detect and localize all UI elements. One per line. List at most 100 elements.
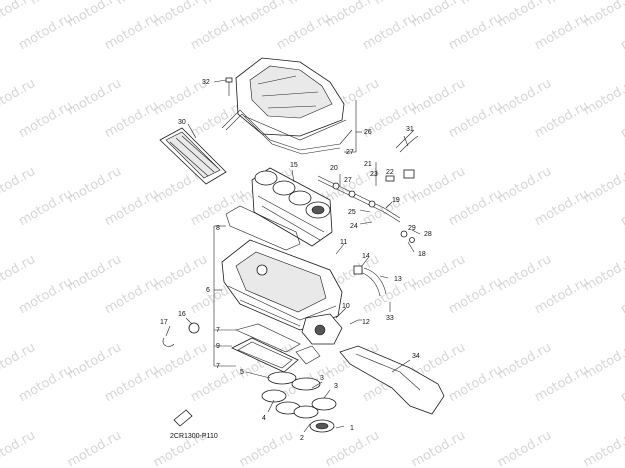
callout-4: 4 xyxy=(262,415,266,422)
watermark-text: motod.ru xyxy=(495,0,554,31)
watermark-text: motod.ru xyxy=(65,340,124,383)
watermark-text: motod.ru xyxy=(151,0,210,31)
watermark-text: motod.ru xyxy=(151,252,210,295)
watermark-text: motod.ru xyxy=(323,0,382,31)
callout-31: 31 xyxy=(406,126,414,133)
callout-27: 27 xyxy=(346,149,354,156)
watermark-text: motod.ru xyxy=(532,362,591,405)
cover-bolt xyxy=(225,77,233,96)
watermark-text: motod.ru xyxy=(446,10,505,53)
callout-26: 26 xyxy=(364,129,372,136)
callout-11: 11 xyxy=(340,239,347,246)
callout-2: 2 xyxy=(300,435,304,442)
clip xyxy=(162,337,175,347)
watermark-text: motod.ru xyxy=(495,252,554,295)
fuel-rail xyxy=(317,175,415,243)
callout-21: 21 xyxy=(364,161,372,168)
watermark-text: motod.ru xyxy=(495,340,554,383)
watermark-text: motod.ru xyxy=(409,76,468,119)
callout-3b: 3 xyxy=(334,383,338,390)
callouts: 32 30 26 27 31 15 21 20 23 22 27 19 25 2… xyxy=(160,79,432,442)
watermark-text: motod.ru xyxy=(323,428,382,468)
watermark-text: motod.ru xyxy=(581,0,625,31)
callout-6: 6 xyxy=(206,287,210,294)
callout-16: 16 xyxy=(178,311,186,318)
air-filter xyxy=(159,127,227,185)
callout-3: 3 xyxy=(320,375,324,382)
watermark-text: motod.ru xyxy=(409,252,468,295)
watermark-text: motod.ru xyxy=(16,362,75,405)
watermark-text: motod.ru xyxy=(618,186,625,229)
callout-15: 15 xyxy=(290,162,298,169)
watermark-text: motod.ru xyxy=(360,186,419,229)
watermark-text: motod.ru xyxy=(0,164,38,207)
callout-34: 34 xyxy=(412,353,420,360)
watermark-text: motod.ru xyxy=(102,98,161,141)
watermark-text: motod.ru xyxy=(16,10,75,53)
callout-9: 9 xyxy=(216,343,220,350)
breather-hose xyxy=(395,129,419,153)
watermark-text: motod.ru xyxy=(237,0,296,31)
watermark-text: motod.ru xyxy=(16,274,75,317)
callout-20: 20 xyxy=(330,165,338,172)
air-hose xyxy=(359,267,387,297)
watermark-text: motod.ru xyxy=(446,362,505,405)
callout-13: 13 xyxy=(394,276,402,283)
watermark-text: motod.ru xyxy=(532,274,591,317)
callout-17: 17 xyxy=(160,319,168,326)
hose-connector xyxy=(403,169,415,179)
watermark-text: motod.ru xyxy=(618,10,625,53)
throttle-bodies xyxy=(251,167,333,247)
watermark-text: motod.ru xyxy=(618,98,625,141)
callout-30: 30 xyxy=(178,119,186,126)
watermark-text: motod.ru xyxy=(409,164,468,207)
airbox-cover xyxy=(235,57,347,141)
watermark-text: motod.ru xyxy=(16,186,75,229)
sensor-bolt xyxy=(349,319,359,325)
watermark-text: motod.ru xyxy=(237,428,296,468)
watermark-text: motod.ru xyxy=(409,428,468,468)
callout-1: 1 xyxy=(350,425,354,432)
callout-7a: 7 xyxy=(216,327,220,334)
airbox-lower xyxy=(221,239,343,331)
watermark-text: motod.ru xyxy=(446,274,505,317)
watermark-text: motod.ru xyxy=(446,98,505,141)
callout-18: 18 xyxy=(418,251,426,258)
callout-25: 25 xyxy=(348,209,356,216)
cover-seal xyxy=(221,109,353,151)
callout-14: 14 xyxy=(362,253,370,260)
watermark-text: motod.ru xyxy=(495,164,554,207)
watermark-text: motod.ru xyxy=(495,428,554,468)
callout-28: 28 xyxy=(424,231,432,238)
watermark-text: motod.ru xyxy=(532,98,591,141)
callout-7c: 7 xyxy=(216,363,220,370)
watermark-text: motod.ru xyxy=(102,186,161,229)
watermark-text: motod.ru xyxy=(0,252,38,295)
cover-seal-inner xyxy=(225,113,341,155)
watermark-text: motod.ru xyxy=(618,362,625,405)
watermark-text: motod.ru xyxy=(65,252,124,295)
intake-funnels xyxy=(261,371,337,433)
cover-plate xyxy=(339,345,445,415)
clamp xyxy=(188,322,200,334)
watermark-text: motod.ru xyxy=(0,428,38,468)
callout-27b: 27 xyxy=(344,177,352,184)
watermark-text: motod.ru xyxy=(102,10,161,53)
airbox-gasket xyxy=(225,205,301,251)
callout-10: 10 xyxy=(342,303,350,310)
watermark-text: motod.ru xyxy=(65,76,124,119)
watermark-text: motod.ru xyxy=(409,0,468,31)
callout-24: 24 xyxy=(350,223,358,230)
diagram-code: 2CR1300-P110 xyxy=(170,433,218,440)
watermark-text: motod.ru xyxy=(65,164,124,207)
watermark-text: motod.ru xyxy=(532,186,591,229)
intake-sensor xyxy=(301,313,343,345)
watermark-text: motod.ru xyxy=(274,10,333,53)
callout-32: 32 xyxy=(202,79,210,86)
watermark-text: motod.ru xyxy=(360,10,419,53)
watermark-text: motod.ru xyxy=(0,340,38,383)
watermark-text: motod.ru xyxy=(151,340,210,383)
watermark-text: motod.ru xyxy=(188,10,247,53)
